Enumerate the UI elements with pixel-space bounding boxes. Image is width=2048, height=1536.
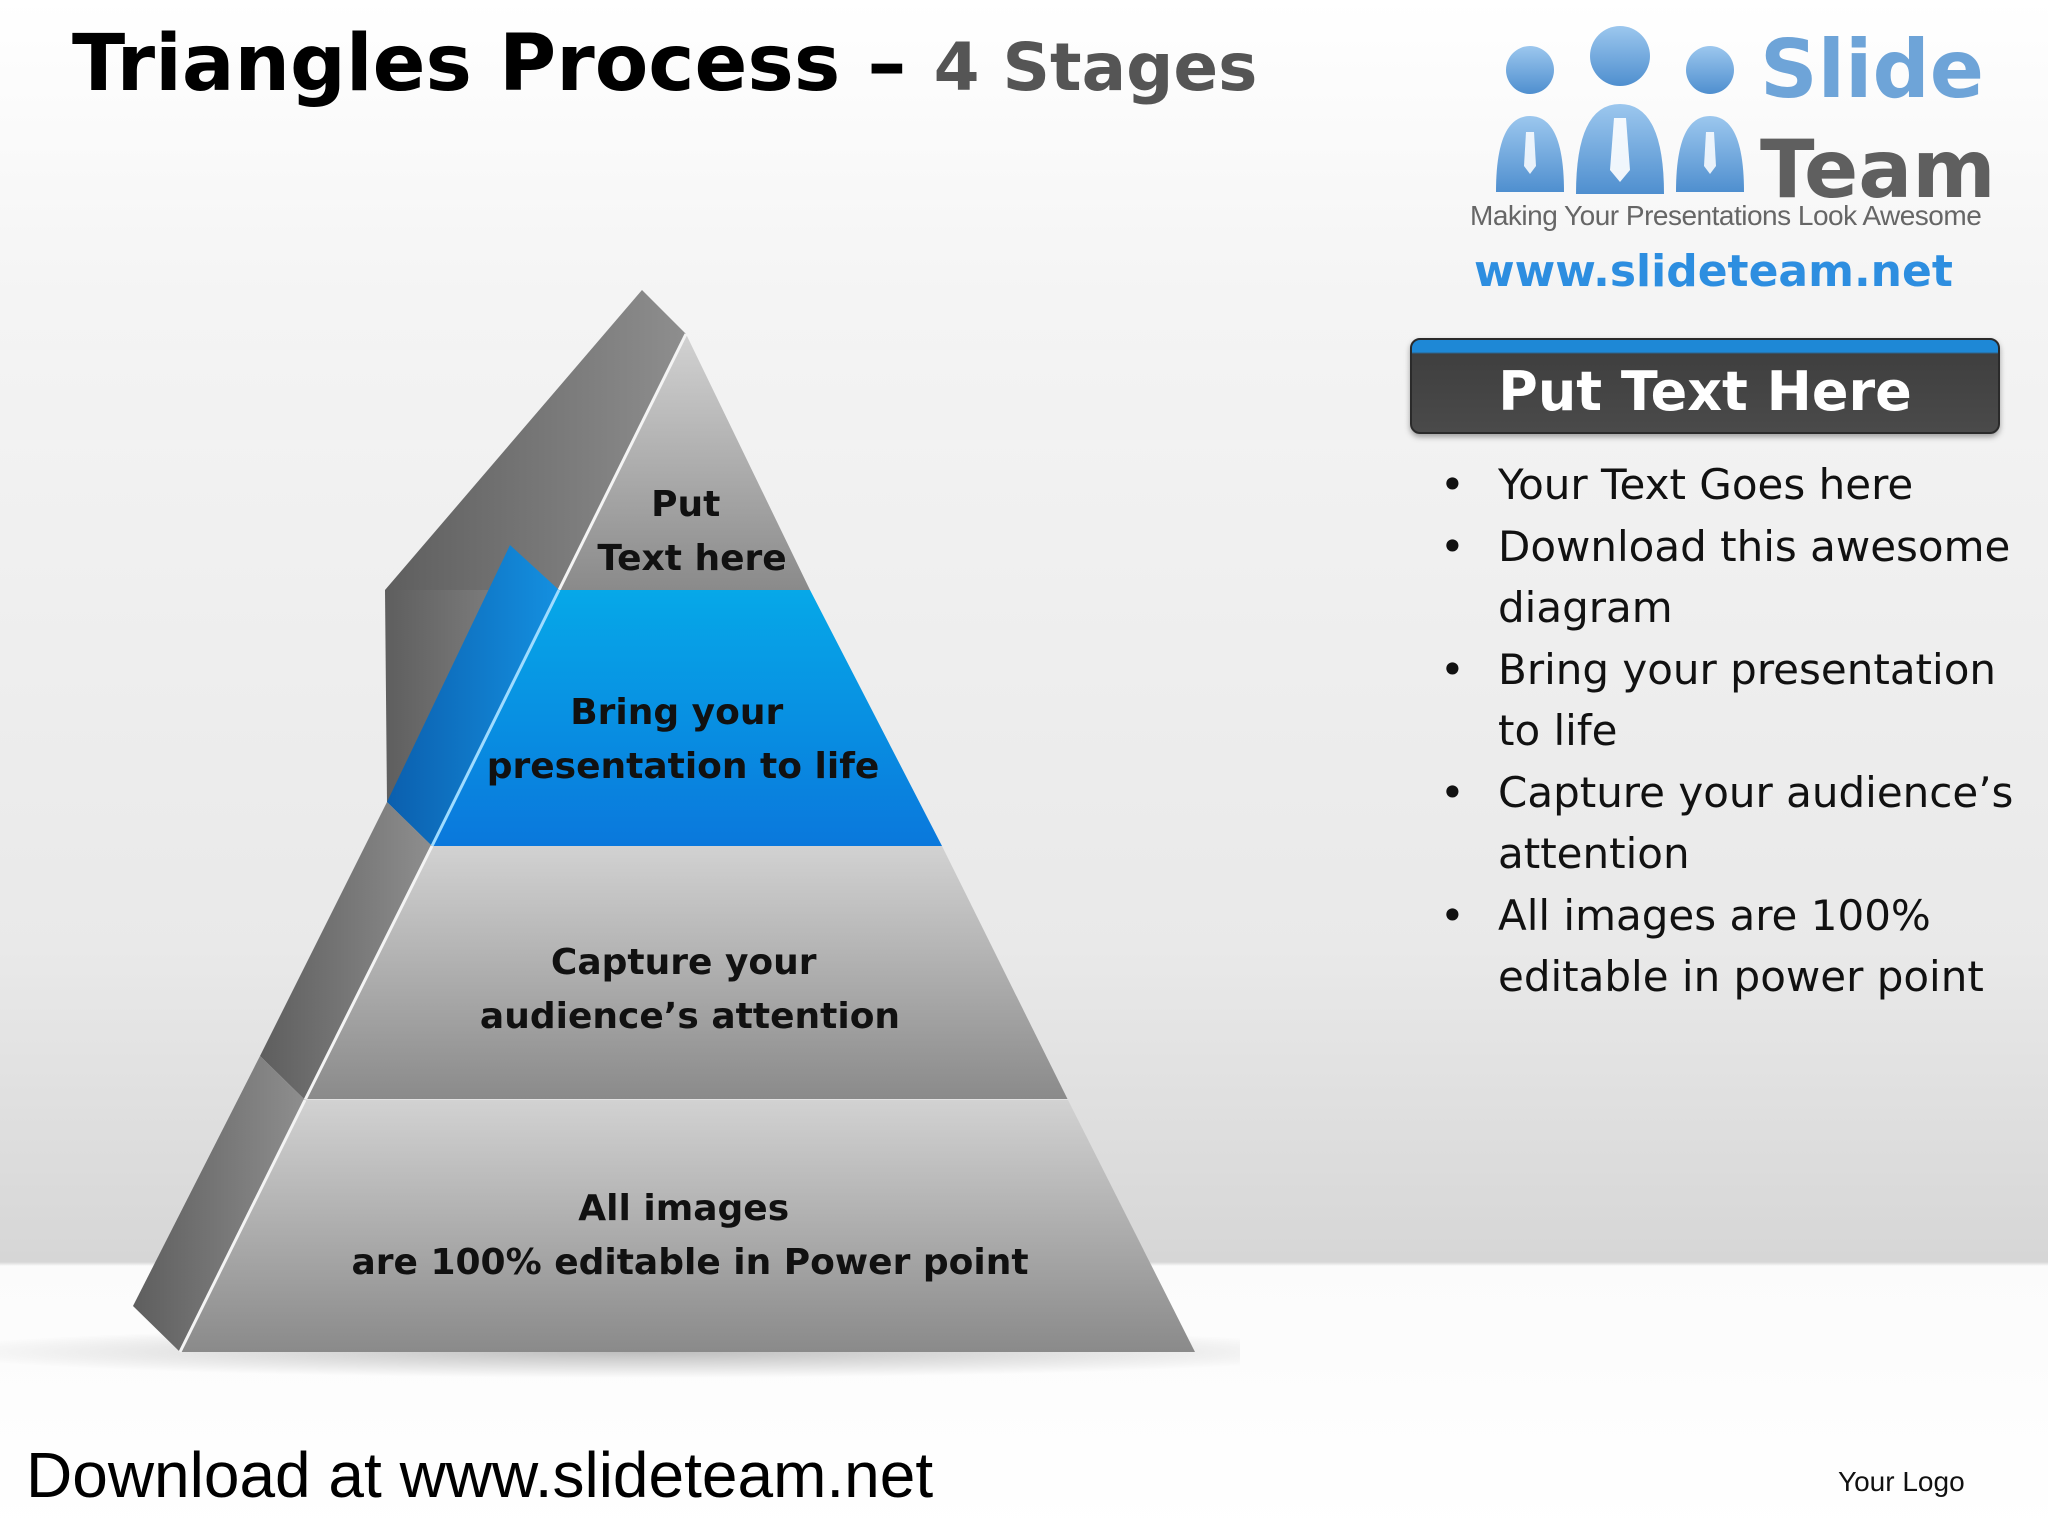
tier-1-label: Put Text here (597, 484, 786, 579)
tier-4-line-1: All images (578, 1188, 789, 1229)
pyramid-diagram: Put Text here Bring your presentation to… (0, 290, 1240, 1378)
pyramid-tier-2: Bring your presentation to life (385, 545, 942, 847)
pyramid-tier-3: Capture your audience’s attention (260, 802, 1068, 1101)
footer-logo-placeholder: Your Logo (1838, 1466, 1965, 1497)
title-subtitle: 4 Stages (933, 29, 1258, 106)
bullet-dot-icon: • (1440, 890, 1465, 940)
bullet-item: • Bring your presentation to life (1440, 639, 2040, 762)
tier-2-label: Bring your presentation to life (487, 692, 880, 787)
bullet-dot-icon: • (1440, 460, 1465, 509)
bullet-item: • Your Text Goes here (1440, 454, 2040, 516)
bullet-text: Capture your audience’s attention (1498, 767, 2014, 879)
tier-2-line-2: presentation to life (487, 746, 880, 787)
bullet-item: • Capture your audience’s attention (1440, 762, 2040, 885)
bullet-text: Your Text Goes here (1498, 460, 1914, 509)
bullet-text: Download this awesome diagram (1498, 521, 2011, 633)
footer-download-link[interactable]: Download at www.slideteam.net (26, 1439, 934, 1511)
bullet-text: Bring your presentation to life (1498, 644, 1997, 756)
tier-3-line-2: audience’s attention (480, 996, 900, 1037)
tier-3-line-1: Capture your (551, 942, 817, 983)
title-main: Triangles Process – (72, 19, 934, 109)
tier-4-line-2: are 100% editable in Power point (351, 1242, 1028, 1283)
bullet-item: • Download this awesome diagram (1440, 516, 2040, 639)
slide-title: Triangles Process – 4 Stages (72, 18, 1257, 112)
text-panel-header: Put Text Here (1410, 338, 2000, 434)
pyramid-tier-1: Put Text here (385, 290, 810, 591)
slideteam-logo: Slide Team Making Your Presentations Loo… (1468, 20, 2024, 300)
logo-url: www.slideteam.net (1474, 246, 1953, 297)
tier-1-line-2: Text here (597, 538, 786, 579)
tier-1-line-1: Put (651, 484, 720, 525)
bullet-dot-icon: • (1440, 767, 1465, 817)
logo-word-team: Team (1760, 123, 1996, 216)
bullet-list: • Your Text Goes here • Download this awes… (1440, 454, 2040, 1008)
tier-2-line-1: Bring your (570, 692, 783, 733)
people-logo-icon (1496, 26, 1744, 194)
tier-4-label: All images are 100% editable in Power po… (351, 1188, 1028, 1283)
pyramid-tier-4: All images are 100% editable in Power po… (133, 1056, 1195, 1353)
bullet-text: All images are 100% editable in power po… (1498, 890, 1984, 1002)
logo-tagline: Making Your Presentations Look Awesome (1470, 200, 1982, 231)
bullet-item: • All images are 100% editable in power p… (1440, 885, 2040, 1008)
bullet-dot-icon: • (1440, 521, 1465, 571)
logo-word-slide: Slide (1760, 23, 1984, 116)
bullet-dot-icon: • (1440, 644, 1465, 694)
tier-3-label: Capture your audience’s attention (480, 942, 900, 1037)
panel-title: Put Text Here (1498, 360, 1912, 423)
